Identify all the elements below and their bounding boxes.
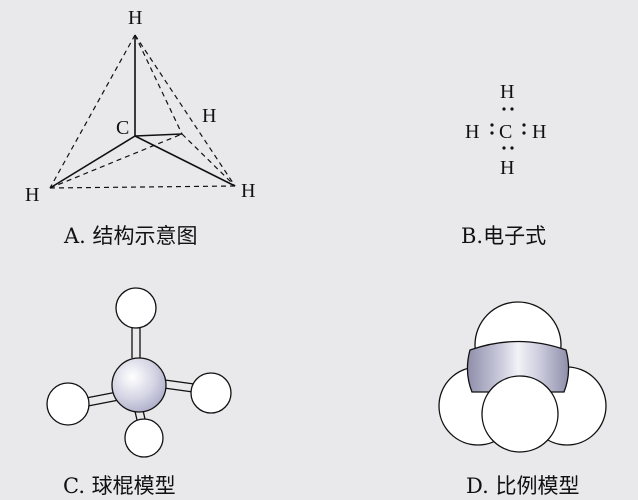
caption-a: A. 结构示意图 bbox=[63, 224, 198, 248]
label-h-bottom: H bbox=[500, 157, 514, 179]
label-h-top: H bbox=[128, 7, 142, 29]
sticks bbox=[85, 328, 195, 421]
label-h-back: H bbox=[202, 105, 216, 127]
tetrahedron-edges bbox=[49, 34, 236, 189]
label-c-center: C bbox=[499, 121, 512, 143]
label-h-top: H bbox=[500, 81, 514, 103]
panel-b-electron-formula: H H C H H B.电子式 bbox=[461, 81, 546, 248]
label-h-right: H bbox=[532, 121, 546, 143]
carbon-ball bbox=[466, 340, 570, 393]
bond-c-h-back bbox=[134, 133, 183, 137]
electron-pair-dots bbox=[490, 107, 526, 150]
bond-c-h-left bbox=[49, 135, 136, 189]
hydrogen-ball-bottom bbox=[124, 418, 164, 458]
caption-b: B.电子式 bbox=[461, 224, 546, 248]
label-c-center: C bbox=[116, 117, 129, 139]
hydrogen-ball-right bbox=[190, 372, 232, 414]
panel-d-space-filling-model: D. 比例模型 bbox=[438, 301, 607, 498]
label-h-right: H bbox=[241, 180, 255, 202]
caption-c: C. 球棍模型 bbox=[63, 474, 176, 498]
panel-c-ball-and-stick-model: C. 球棍模型 bbox=[46, 287, 232, 498]
panel-a-structure-diagram: H C H H H A. 结构示意图 bbox=[25, 7, 255, 248]
bond-c-h-right bbox=[134, 135, 236, 187]
hydrogen-ball-front bbox=[481, 375, 559, 453]
label-h-left: H bbox=[465, 121, 479, 143]
caption-d: D. 比例模型 bbox=[466, 474, 579, 498]
carbon-ball bbox=[111, 357, 167, 413]
hydrogen-ball-top bbox=[115, 287, 157, 329]
label-h-left: H bbox=[25, 184, 39, 206]
hydrogen-ball-left bbox=[46, 382, 90, 426]
